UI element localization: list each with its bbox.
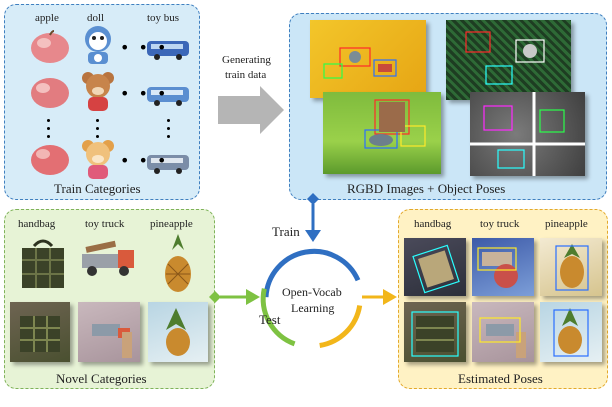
test-label: Test <box>259 312 281 327</box>
train-data-label: train data <box>225 69 267 81</box>
novel-categories-caption: Novel Categories <box>56 371 147 386</box>
vertical-ellipsis-icon <box>167 119 170 143</box>
apple-image <box>31 78 69 108</box>
toy-bus-image <box>147 87 189 106</box>
estimated-label-toy-truck: toy truck <box>480 218 520 230</box>
learning-label: Learning <box>291 301 335 315</box>
estimated-handbag-photo-2 <box>404 302 466 362</box>
rgbd-caption: RGBD Images + Object Poses <box>347 181 506 196</box>
vertical-ellipsis-icon <box>47 119 50 143</box>
doll-image <box>82 72 114 111</box>
generating-arrow-icon <box>218 86 284 134</box>
toy-bus-image <box>147 41 189 60</box>
estimated-handbag-photo <box>404 238 466 296</box>
toy-bus-image <box>147 155 189 174</box>
train-label: Train <box>272 224 300 239</box>
pineapple-image <box>165 234 191 292</box>
novel-label-handbag: handbag <box>18 218 56 230</box>
horizontal-ellipsis-icon: • • • <box>120 151 169 170</box>
estimated-toy-truck-photo-2 <box>472 302 534 362</box>
novel-pineapple-photo <box>148 302 208 362</box>
train-label-doll: doll <box>87 12 105 24</box>
estimated-label-pineapple: pineapple <box>545 218 588 230</box>
apple-image <box>31 30 69 63</box>
train-arc <box>263 248 361 298</box>
open-vocab-label: Open-Vocab <box>282 285 342 299</box>
train-label-toy-bus: toy bus <box>147 12 180 24</box>
test-arrow-icon <box>209 289 260 305</box>
rgbd-scene-image <box>310 20 426 98</box>
doll-image <box>85 26 111 64</box>
estimated-pineapple-photo <box>540 238 602 296</box>
train-label-apple: apple <box>35 12 59 24</box>
estimated-pineapple-photo-2 <box>540 302 602 362</box>
novel-toy-truck-photo <box>78 302 140 362</box>
rgbd-scene-image <box>470 92 585 176</box>
handbag-image <box>22 239 64 288</box>
output-arc <box>319 305 363 348</box>
rgbd-scene-image <box>446 20 571 100</box>
estimated-label-handbag: handbag <box>414 218 452 230</box>
novel-label-toy-truck: toy truck <box>85 218 125 230</box>
train-categories-caption: Train Categories <box>54 181 141 196</box>
novel-handbag-photo <box>10 302 70 362</box>
generating-label: Generating <box>222 54 271 66</box>
horizontal-ellipsis-icon: • • • <box>120 84 169 103</box>
train-arrow-icon <box>305 193 321 242</box>
test-arc <box>260 288 296 347</box>
novel-label-pineapple: pineapple <box>150 218 193 230</box>
doll-image <box>82 140 114 179</box>
rgbd-scene-image <box>323 92 441 174</box>
toy-truck-image <box>82 240 134 276</box>
apple-image <box>31 145 69 175</box>
estimated-poses-caption: Estimated Poses <box>458 371 543 386</box>
vertical-ellipsis-icon <box>96 119 99 143</box>
estimated-toy-truck-photo <box>472 238 534 296</box>
horizontal-ellipsis-icon: • • • <box>120 38 169 57</box>
output-arrow-icon <box>362 289 397 305</box>
